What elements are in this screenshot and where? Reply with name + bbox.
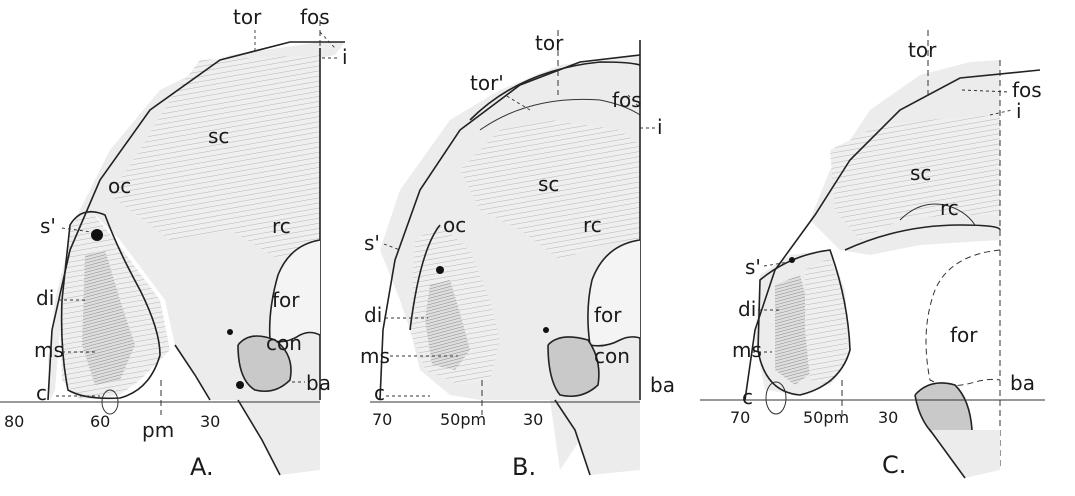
- panel-c-label-rc: rc: [940, 196, 959, 220]
- panel-b-scale-70: 70: [372, 410, 392, 429]
- panel-a-label-oc: oc: [108, 174, 131, 198]
- panel-a-caption: A.: [190, 453, 214, 481]
- panel-b-scale-30: 30: [523, 410, 543, 429]
- panel-b-label-ba: ba: [650, 373, 675, 397]
- panel-b-label-di: di: [364, 303, 382, 327]
- panel-a: tor fos i sc oc rc s' di ms for con ba c…: [0, 5, 348, 481]
- panel-b-label-sc: sc: [538, 172, 559, 196]
- panel-a-label-i: i: [342, 45, 348, 69]
- panel-a-label-con: con: [266, 331, 302, 355]
- panel-a-scale-60: 60: [90, 412, 110, 431]
- panel-b-label-ms: ms: [360, 344, 390, 368]
- panel-a-label-ba: ba: [306, 371, 331, 395]
- panel-a-label-fos: fos: [300, 5, 330, 29]
- panel-b-label-c: c: [374, 381, 385, 405]
- panel-b-label-i: i: [657, 115, 663, 139]
- panel-a-label-rc: rc: [272, 214, 291, 238]
- panel-c-label-for: for: [950, 323, 978, 347]
- panel-a-label-ms: ms: [34, 338, 64, 362]
- panel-a-label-for: for: [272, 288, 300, 312]
- panel-c-label-sc: sc: [910, 161, 931, 185]
- panel-a-label-s1: s': [40, 214, 56, 238]
- panel-c-scale-30: 30: [878, 408, 898, 427]
- panel-c-label-c: c: [742, 385, 753, 409]
- panel-b: tor tor' fos i sc oc rc s' di ms for con…: [360, 30, 675, 481]
- panel-c-label-ms: ms: [732, 338, 762, 362]
- panel-c-caption: C.: [882, 451, 906, 479]
- panel-a-scale-30: 30: [200, 412, 220, 431]
- panel-b-label-oc: oc: [443, 213, 466, 237]
- panel-c: tor fos i sc rc s' di ms for ba c 50pm 7…: [700, 30, 1045, 479]
- panel-b-label-pm: 50pm: [440, 410, 486, 429]
- panel-a-label-pm: pm: [142, 418, 174, 442]
- panel-a-label-di: di: [36, 286, 54, 310]
- panel-c-label-i: i: [1016, 99, 1022, 123]
- panel-c-label-tor: tor: [908, 38, 937, 62]
- panel-c-scale-70: 70: [730, 408, 750, 427]
- panel-a-label-c: c: [36, 381, 47, 405]
- panel-a-label-tor: tor: [233, 5, 262, 29]
- panel-c-label-ba: ba: [1010, 371, 1035, 395]
- panel-b-label-for: for: [594, 303, 622, 327]
- panel-c-label-di: di: [738, 297, 756, 321]
- panel-a-label-sc: sc: [208, 124, 229, 148]
- panel-a-scale-80: 80: [4, 412, 24, 431]
- panel-b-caption: B.: [512, 453, 536, 481]
- panel-b-label-tor1: tor': [470, 71, 504, 95]
- panel-b-label-s1: s': [364, 231, 380, 255]
- panel-c-label-s1: s': [745, 255, 761, 279]
- panel-c-label-pm: 50pm: [803, 408, 849, 427]
- panel-b-label-tor: tor: [535, 31, 564, 55]
- panel-b-label-con: con: [594, 344, 630, 368]
- panel-b-label-fos: fos: [612, 88, 642, 112]
- panel-b-label-rc: rc: [583, 213, 602, 237]
